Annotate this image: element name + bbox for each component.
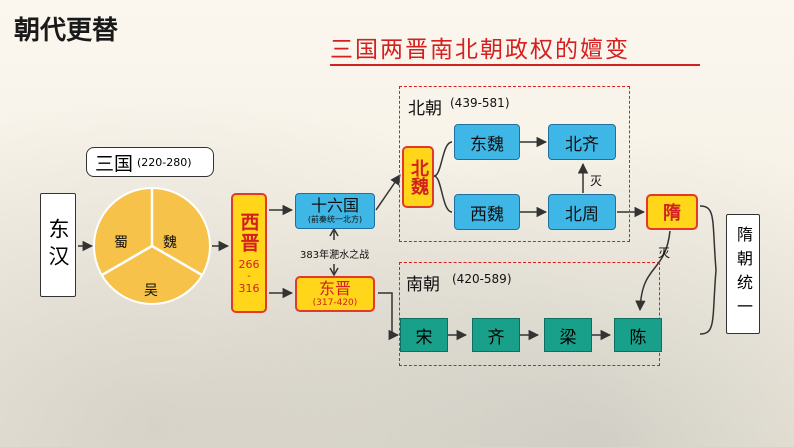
sanguo-years: (220-280) (137, 155, 192, 169)
xijin-year-dash: - (247, 270, 251, 282)
southern-years: (420-589) (452, 272, 512, 286)
shiliuguo-note: (前秦统一北方) (307, 215, 363, 224)
node-donghan[interactable]: 东汉 (40, 193, 76, 297)
node-liang[interactable]: 梁 (544, 318, 592, 352)
node-chen[interactable]: 陈 (614, 318, 662, 352)
sanguo-pie (93, 187, 211, 305)
xiwei-label: 西魏 (470, 204, 504, 225)
pie-label-wei: 魏 (163, 235, 177, 251)
beiwei-label: 北魏 (408, 159, 429, 195)
page-title: 朝代更替 (14, 16, 119, 46)
node-dongwei[interactable]: 东魏 (454, 124, 520, 160)
southern-dynasties-region (399, 262, 660, 366)
sui-destroys-chen-label: 灭 (658, 246, 671, 260)
arrow-shiliuguo-to-beiwei (375, 174, 401, 211)
sanguo-label: 三国 (95, 152, 134, 175)
sanguo-label-box: 三国 (220-280) (86, 147, 214, 177)
node-xijin[interactable]: 西晋 266 - 316 (231, 193, 267, 313)
pie-label-wu: 吴 (144, 283, 158, 299)
dongjin-years: (317-420) (312, 297, 358, 308)
node-beiwei[interactable]: 北魏 (402, 146, 434, 208)
brace-to-xiwei (433, 175, 453, 213)
northern-years: (439-581) (450, 96, 510, 110)
node-xiwei[interactable]: 西魏 (454, 194, 520, 230)
node-beiqi[interactable]: 北齐 (548, 124, 616, 160)
liang-label: 梁 (559, 327, 577, 348)
heading-underline (330, 64, 700, 66)
right-brace (699, 205, 717, 335)
node-qi[interactable]: 齐 (472, 318, 520, 352)
beiqi-label: 北齐 (565, 134, 599, 155)
xijin-year-start: 266 (238, 257, 260, 271)
arrow-sui-to-chen (635, 230, 671, 312)
slide-heading: 三国两晋南北朝政权的嬗变 (330, 37, 630, 63)
arrow-dongjin-to-song (378, 292, 400, 341)
xijin-label: 西晋 (237, 211, 260, 254)
node-beizhou[interactable]: 北周 (548, 194, 616, 230)
song-label: 宋 (415, 327, 433, 348)
northern-label: 北朝 (408, 99, 442, 119)
dongjin-label: 东晋 (318, 278, 351, 298)
pie-label-shu: 蜀 (114, 235, 128, 251)
chen-label: 陈 (629, 327, 647, 348)
node-sui-unify[interactable]: 隋朝统一 (726, 214, 760, 334)
dongwei-label: 东魏 (470, 134, 504, 155)
southern-label: 南朝 (406, 275, 440, 295)
beizhou-label: 北周 (565, 204, 599, 225)
xijin-year-end: 316 (238, 281, 260, 295)
node-dongjin[interactable]: 东晋 (317-420) (295, 276, 375, 312)
donghan-label: 东汉 (46, 218, 70, 272)
battle-label: 383年淝水之战 (300, 250, 370, 261)
beizhou-destroys-beiqi-label: 灭 (590, 174, 603, 188)
brace-to-dongwei (433, 141, 453, 177)
node-song[interactable]: 宋 (400, 318, 448, 352)
qi-label: 齐 (487, 327, 505, 348)
shiliuguo-label: 十六国 (310, 196, 359, 215)
node-shiliuguo[interactable]: 十六国 (前秦统一北方) (295, 193, 375, 229)
node-sui[interactable]: 隋 (646, 194, 698, 230)
sui-unify-label: 隋朝统一 (734, 226, 753, 322)
sui-label: 隋 (663, 203, 681, 224)
northern-dynasties-region (399, 86, 630, 242)
